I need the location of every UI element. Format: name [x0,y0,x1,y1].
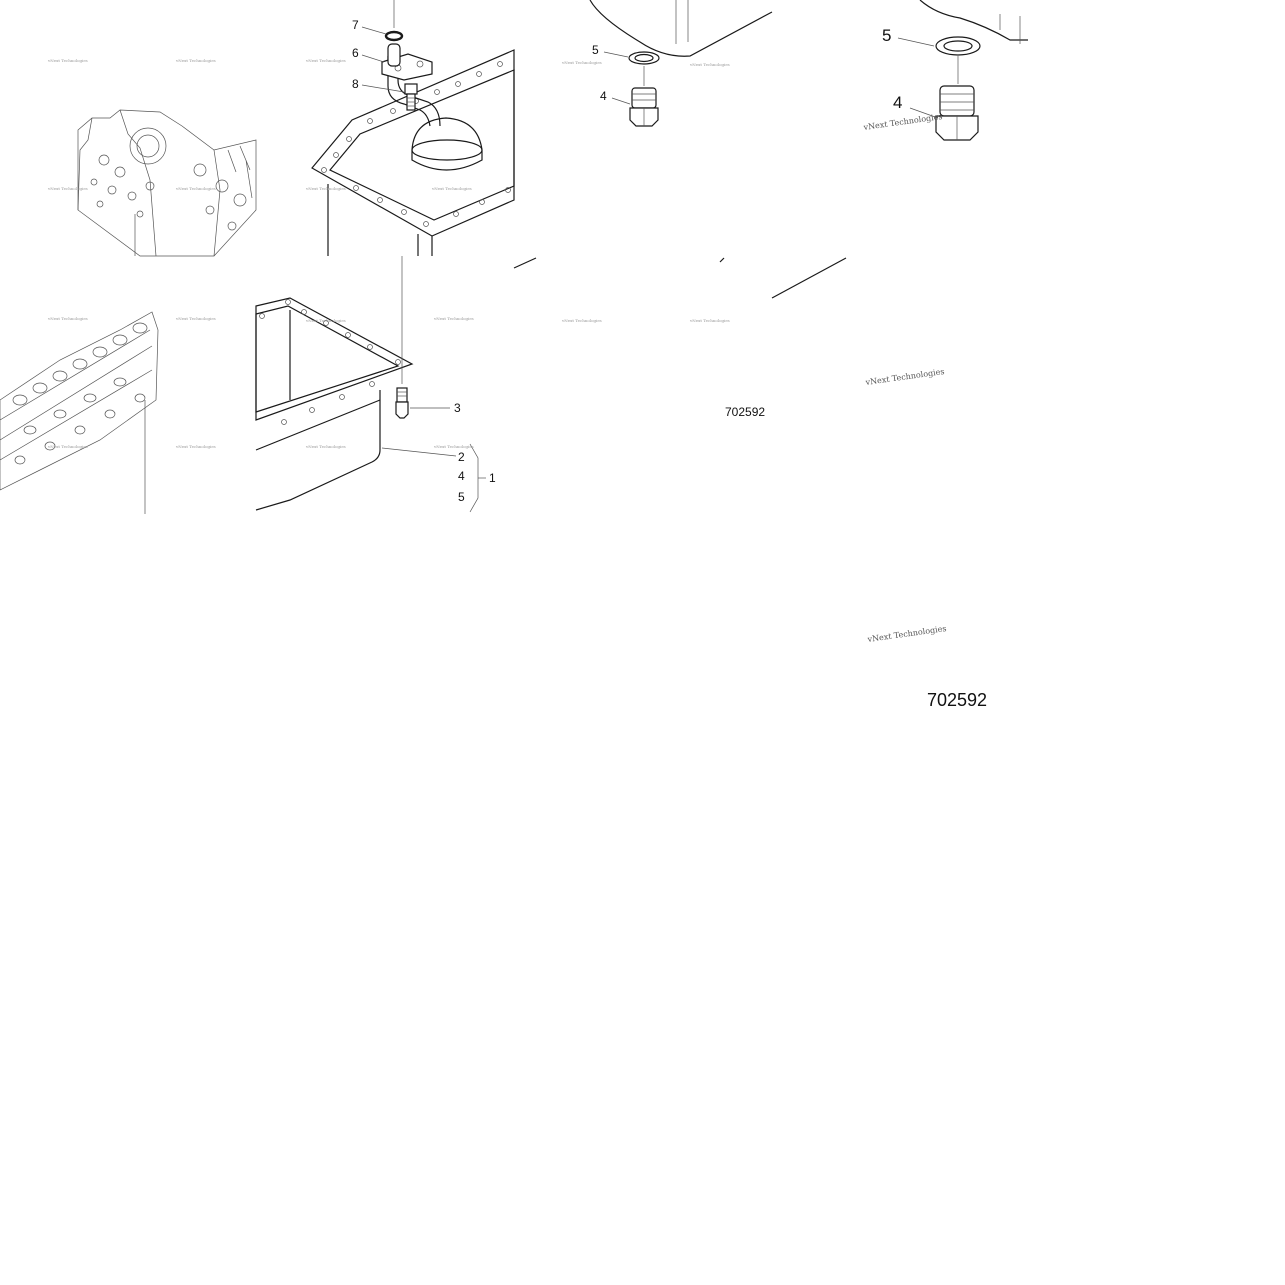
oil-pan-pickup-tile [311,0,515,256]
callout-5-large: 5 [882,26,891,45]
figure-number-large: 702592 [927,690,987,710]
callout-4-small: 4 [600,89,607,103]
watermark-text: vNext Technologies [305,58,346,63]
watermark-text: vNext Technologies [431,186,472,191]
watermark-text: vNext Technologies [47,58,88,63]
callout-1: 1 [489,471,496,485]
engine-block-tile [77,109,257,257]
callout-5-small: 5 [592,43,599,57]
callout-4-group: 4 [458,469,465,483]
callout-3: 3 [454,401,461,415]
watermark-text: vNext Technologies [305,444,346,449]
callout-5-group: 5 [458,490,465,504]
callout-8: 8 [352,77,359,91]
callout-2: 2 [458,450,465,464]
watermark-text: vNext Technologies [433,316,474,321]
watermark-text: vNext Technologies [47,186,88,191]
oil-pan-lower-tile [255,256,486,513]
figure-number-small: 702592 [725,405,765,419]
watermark-text: vNext Technologies [175,444,216,449]
drain-plug-tile-large [897,0,1028,141]
watermark-text: vNext Technologies [561,318,602,323]
watermark-text: vNext Technologies [689,62,730,67]
watermark-text: vNext Technologies [433,444,474,449]
frame-fragments [513,257,847,299]
watermark-text: vNext Technologies [47,444,88,449]
watermark-text: vNext Technologies [305,318,346,323]
watermark-text: vNext Technologies [866,624,947,644]
drain-plug-tile-small [589,0,773,127]
watermark-text: vNext Technologies [175,186,216,191]
watermark-group: vNext Technologies vNext Technologies vN… [47,58,947,644]
watermark-text: vNext Technologies [175,58,216,63]
watermark-text: vNext Technologies [175,316,216,321]
watermark-text: vNext Technologies [47,316,88,321]
watermark-text: vNext Technologies [561,60,602,65]
watermark-text: vNext Technologies [864,367,945,387]
watermark-text: vNext Technologies [689,318,730,323]
callout-7: 7 [352,18,359,32]
engine-block-lower-tile [0,311,159,514]
watermark-text: vNext Technologies [305,186,346,191]
callout-6: 6 [352,46,359,60]
callout-4-large: 4 [893,93,902,112]
watermark-text: vNext Technologies [862,112,943,132]
